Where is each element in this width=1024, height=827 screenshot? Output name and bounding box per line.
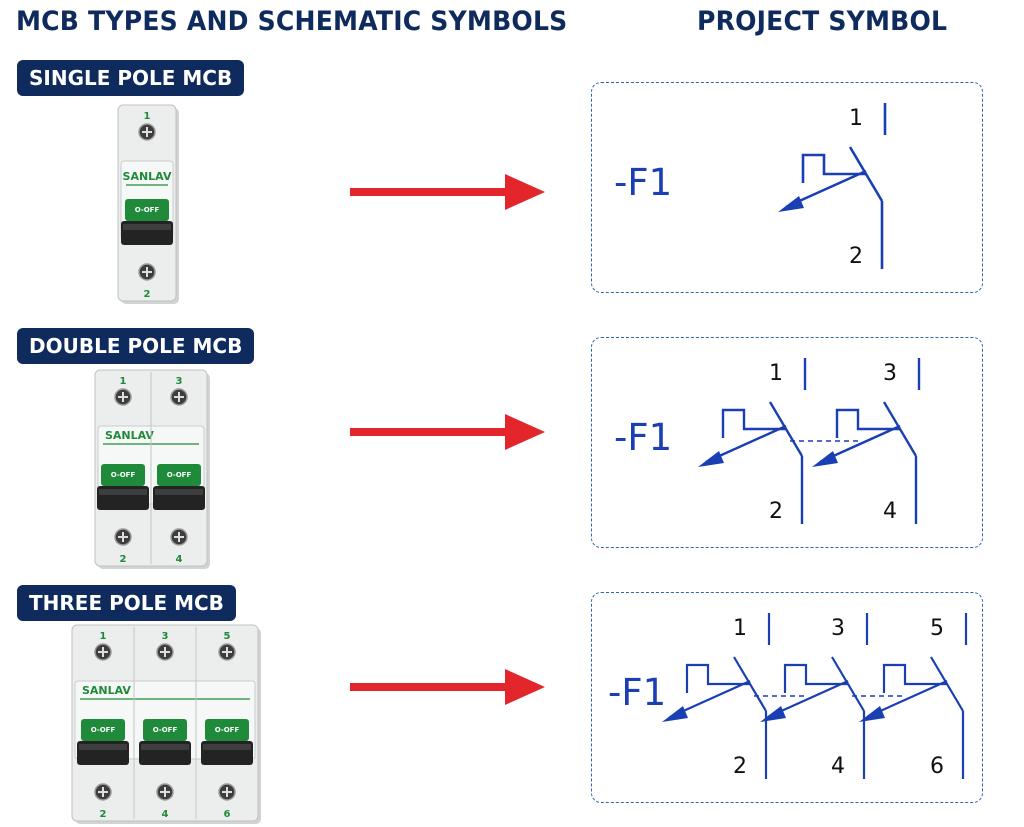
screw-icon	[170, 388, 188, 406]
double-pole-symbol-box: -F1 1 2 3 4	[591, 337, 983, 548]
switch-state-label: O-OFF	[167, 471, 192, 479]
arrow-icon	[662, 706, 688, 722]
screw-icon	[218, 783, 236, 801]
brand-label: SANLAV	[82, 684, 131, 697]
terminal-number: 4	[176, 554, 183, 565]
screw-icon	[170, 528, 188, 546]
terminal-number: 2	[120, 554, 127, 565]
arrow-icon	[859, 706, 885, 722]
screw-icon	[114, 528, 132, 546]
overcurrent-trip-element	[882, 663, 947, 693]
toggle-lever-highlight	[99, 489, 147, 495]
three-pole-symbol-box: -F1 1 2 3 4 5 6	[591, 592, 983, 803]
brand-label: SANLAV	[105, 429, 154, 442]
mcb-body-group: SANLAV 1O-OFF 2 3O-OFF 4 5O-OFF 6	[71, 624, 261, 824]
main-title: MCB TYPES AND SCHEMATIC SYMBOLS	[16, 6, 568, 37]
switch-state-label: O-OFF	[91, 726, 116, 734]
toggle-lever-highlight	[155, 489, 203, 495]
single-pole-symbol-box: -F1 1 2	[591, 82, 983, 293]
terminal-number: 2	[100, 809, 107, 820]
terminal-number: 1	[849, 106, 863, 131]
terminal-number: 5	[930, 616, 944, 641]
terminal-number: 2	[849, 244, 863, 269]
screw-icon	[114, 388, 132, 406]
screw-icon	[218, 643, 236, 661]
mcb-body-group: SANLAV 1O-OFF 2	[117, 104, 179, 304]
terminal-number: 1	[120, 376, 127, 387]
overcurrent-trip-element	[685, 663, 750, 693]
single-pole-label: SINGLE POLE MCB	[17, 60, 245, 96]
screw-icon	[94, 643, 112, 661]
screw-icon	[138, 123, 156, 141]
breaker-symbol: -F1 1 2	[614, 103, 887, 269]
switch-state-label: O-OFF	[135, 206, 160, 214]
terminal-number: 2	[733, 754, 747, 779]
brand-label: SANLAV	[123, 170, 172, 183]
terminal-number: 5	[224, 631, 231, 642]
toggle-lever-highlight	[123, 224, 171, 230]
device-tag: -F1	[614, 161, 672, 204]
arrow-right-icon	[350, 669, 545, 705]
terminal-number: 2	[144, 289, 151, 300]
three-pole-label: THREE POLE MCB	[17, 585, 236, 621]
screw-icon	[94, 783, 112, 801]
terminal-number: 4	[162, 809, 169, 820]
terminal-number: 3	[162, 631, 169, 642]
breaker-symbol: -F1 1 2 3 4 5 6	[608, 613, 968, 779]
switch-state-label: O-OFF	[153, 726, 178, 734]
status-window	[157, 464, 201, 486]
terminal-number: 4	[883, 499, 897, 524]
project-symbol-title: PROJECT SYMBOL	[697, 6, 948, 37]
terminal-number: 1	[144, 111, 151, 122]
screw-icon	[156, 643, 174, 661]
arrow-icon	[812, 451, 838, 467]
terminal-number: 1	[733, 616, 747, 641]
overcurrent-trip-element	[783, 663, 848, 693]
status-window	[125, 199, 169, 221]
toggle-lever-highlight	[141, 744, 189, 750]
terminal-number: 4	[831, 754, 845, 779]
toggle-lever-highlight	[203, 744, 251, 750]
arrow-right-icon	[350, 414, 545, 450]
terminal-number: 2	[769, 499, 783, 524]
terminal-number: 3	[831, 616, 845, 641]
arrow-icon	[698, 451, 724, 467]
terminal-number: 6	[224, 809, 231, 820]
overcurrent-trip-element	[801, 153, 866, 183]
status-window	[205, 719, 249, 741]
toggle-lever-highlight	[79, 744, 127, 750]
overcurrent-trip-element	[835, 408, 900, 438]
terminal-number: 1	[769, 361, 783, 386]
arrow-icon	[760, 706, 786, 722]
screw-icon	[138, 263, 156, 281]
device-tag: -F1	[608, 671, 666, 714]
mcb-body-group: SANLAV 1O-OFF 2 3O-OFF 4	[94, 369, 210, 569]
terminal-number: 1	[100, 631, 107, 642]
device-tag: -F1	[614, 416, 672, 459]
arrow-icon	[778, 196, 804, 212]
breaker-symbol: -F1 1 2 3 4	[614, 358, 921, 524]
arrow-right-icon	[350, 174, 545, 210]
overcurrent-trip-element	[721, 408, 786, 438]
status-window	[101, 464, 145, 486]
double-pole-label: DOUBLE POLE MCB	[17, 328, 255, 364]
status-window	[81, 719, 125, 741]
switch-state-label: O-OFF	[111, 471, 136, 479]
screw-icon	[156, 783, 174, 801]
switch-state-label: O-OFF	[215, 726, 240, 734]
terminal-number: 3	[883, 361, 897, 386]
terminal-number: 6	[930, 754, 944, 779]
terminal-number: 3	[176, 376, 183, 387]
status-window	[143, 719, 187, 741]
